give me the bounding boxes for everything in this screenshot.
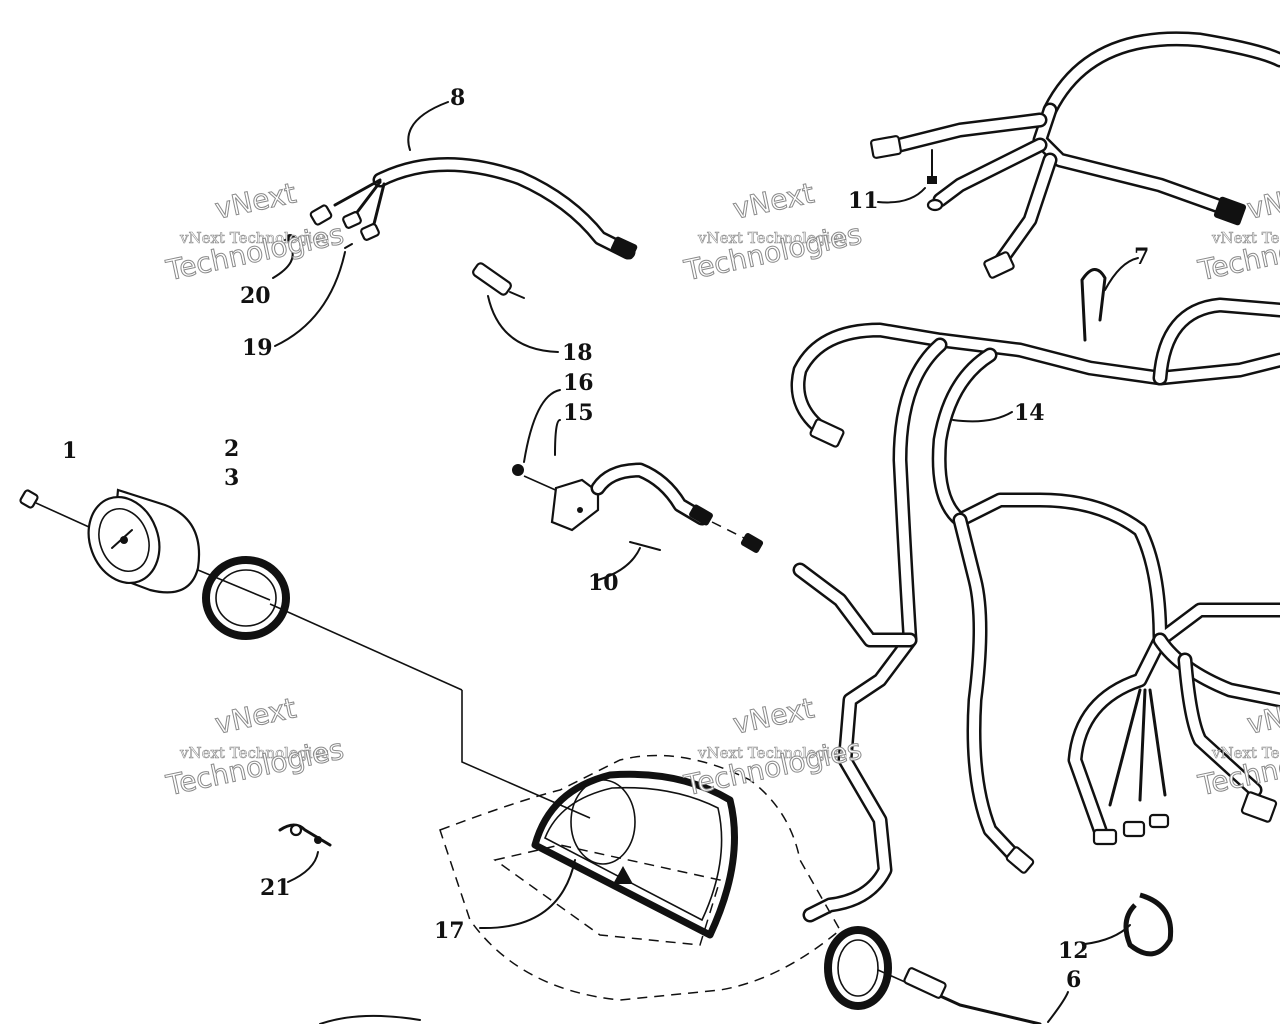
- main-harness: [790, 297, 1280, 923]
- svg-text:Technologies: Technologies: [681, 217, 865, 287]
- callout-10: 10: [588, 570, 619, 596]
- gauge-pod: [531, 770, 738, 939]
- watermark-bottom-center: vNext vNext Technologies Technologies: [680, 691, 865, 803]
- callout-12: 12: [1058, 938, 1089, 964]
- svg-text:vNext Technologies: vNext Technologies: [1211, 229, 1280, 247]
- gauge-assembly: [19, 488, 591, 819]
- svg-text:vNext Technologies: vNext Technologies: [1211, 744, 1280, 762]
- connector-plug: [870, 135, 902, 159]
- bulb-socket: [19, 489, 39, 509]
- svg-text:vNext: vNext: [1244, 176, 1280, 225]
- callout-20: 20: [240, 283, 271, 309]
- callout-15: 15: [563, 400, 594, 426]
- callout-18: 18: [562, 340, 593, 366]
- bracket-assembly: [512, 389, 764, 581]
- svg-text:Technologies: Technologies: [163, 732, 347, 802]
- gauge-bezel-ring: [202, 556, 290, 640]
- svg-text:Technologies: Technologies: [163, 217, 347, 287]
- callout-6: 6: [1066, 967, 1081, 993]
- callout-17: 17: [434, 918, 465, 944]
- lower-parts: [319, 892, 1174, 1024]
- svg-text:vNext Technologies: vNext Technologies: [697, 744, 847, 762]
- fuse-part: [472, 262, 559, 353]
- svg-text:vNext Technologies: vNext Technologies: [697, 229, 847, 247]
- svg-text:vNext: vNext: [730, 176, 817, 225]
- callout-21: 21: [260, 875, 291, 901]
- svg-text:vNext Technologies: vNext Technologies: [179, 744, 329, 762]
- upper-right-harness: [870, 31, 1280, 279]
- svg-text:vNext: vNext: [212, 176, 299, 225]
- svg-text:Technologies: Technologies: [1195, 217, 1280, 287]
- lower-bezel-ring: [824, 926, 892, 1010]
- upper-left-harness: [272, 101, 638, 347]
- svg-text:vNext Technologies: vNext Technologies: [179, 229, 329, 247]
- gauge-opening: [570, 779, 636, 865]
- callout-labels: 1 2 3 6 7 8 10 11 12 14 15 16 17 18 19 2…: [62, 85, 1149, 993]
- mounting-bracket: [550, 478, 600, 532]
- cable-clip: [1080, 257, 1139, 342]
- dash-panel: [439, 754, 841, 1001]
- svg-text:vNext: vNext: [730, 691, 817, 740]
- watermark-top-left: vNext vNext Technologies Technologies: [162, 176, 347, 288]
- retainer-clip: [278, 823, 332, 883]
- svg-text:Technologies: Technologies: [681, 732, 865, 802]
- svg-text:vNext: vNext: [212, 691, 299, 740]
- callout-16: 16: [563, 370, 594, 396]
- watermark-top-right: vNext vNext Technologies Technologies: [1194, 176, 1280, 288]
- callout-19: 19: [242, 335, 273, 361]
- watermark-top-center: vNext vNext Technologies Technologies: [680, 176, 865, 288]
- callout-11: 11: [848, 188, 879, 214]
- connector-plug: [610, 236, 638, 260]
- callout-3: 3: [224, 465, 239, 491]
- callout-2: 2: [224, 436, 239, 462]
- watermark-bottom-left: vNext vNext Technologies Technologies: [162, 691, 347, 803]
- callout-8: 8: [450, 85, 465, 111]
- callout-1: 1: [62, 438, 77, 464]
- callout-7: 7: [1134, 244, 1149, 270]
- callout-14: 14: [1014, 400, 1045, 426]
